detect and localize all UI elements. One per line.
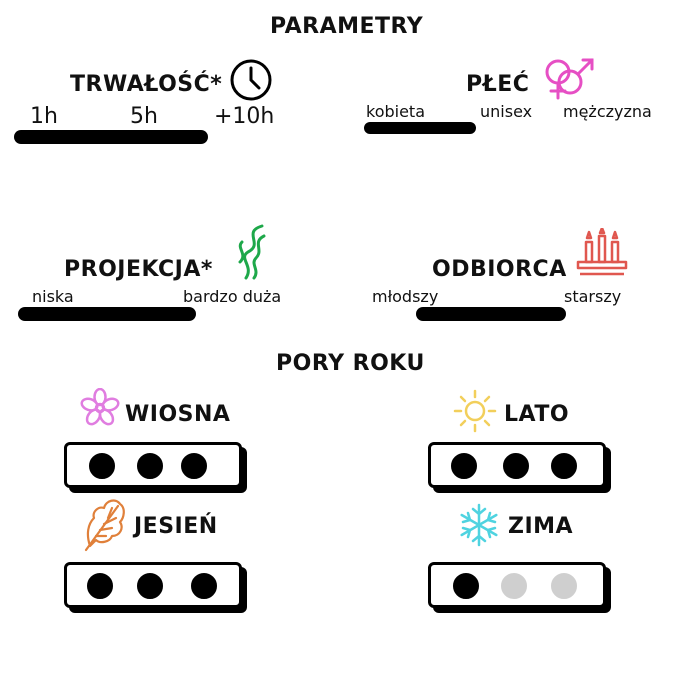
rating-dot [191,573,217,599]
odbiorca-level-bar [416,307,566,321]
scent-swirl-icon [238,224,266,280]
rating-dot [551,573,577,599]
rating-dot [137,453,163,479]
rating-dot [87,573,113,599]
sun-icon [453,389,497,433]
projekcja-label-min: niska [32,287,74,306]
trwalosc-label-max: +10h [214,104,275,129]
odbiorca-label-max: starszy [564,287,622,306]
rating-dot [453,573,479,599]
projekcja-label-max: bardzo duża [183,287,282,306]
gender-icon [545,58,594,100]
flower-icon [80,388,120,426]
season-name-winter: ZIMA [508,514,574,539]
projekcja-level-bar [18,307,196,321]
season-name-autumn: JESIEŃ [134,514,218,539]
rating-dot [501,573,527,599]
plec-title: PŁEĆ [466,72,530,97]
season-rating-summer [428,442,606,488]
plec-level-bar [364,122,476,134]
season-name-summer: LATO [504,402,570,427]
plec-label-female: kobieta [366,102,426,121]
trwalosc-title: TRWAŁOŚĆ* [70,72,223,97]
season-rating-autumn [64,562,242,608]
trwalosc-label-min: 1h [30,104,58,129]
season-name-spring: WIOSNA [125,402,231,427]
rating-dot [181,453,207,479]
projekcja-title: PROJEKCJA* [64,257,213,282]
rating-dot [89,453,115,479]
rating-dot [503,453,529,479]
rating-dot [137,573,163,599]
snowflake-icon [460,503,498,547]
page-title: PARAMETRY [270,14,424,39]
rating-dot [551,453,577,479]
season-rating-winter [428,562,606,608]
plec-label-male: mężczyzna [563,102,652,121]
seasons-title: PORY ROKU [276,351,425,376]
season-rating-spring [64,442,242,488]
plec-label-unisex: unisex [480,102,533,121]
odbiorca-title: ODBIORCA [432,257,567,282]
birthday-cake-icon [576,228,628,276]
odbiorca-label-min: młodszy [372,287,439,306]
rating-dot [451,453,477,479]
trwalosc-level-bar [14,130,208,144]
leaf-icon [84,499,125,552]
clock-icon [230,59,272,101]
trwalosc-label-mid: 5h [130,104,158,129]
